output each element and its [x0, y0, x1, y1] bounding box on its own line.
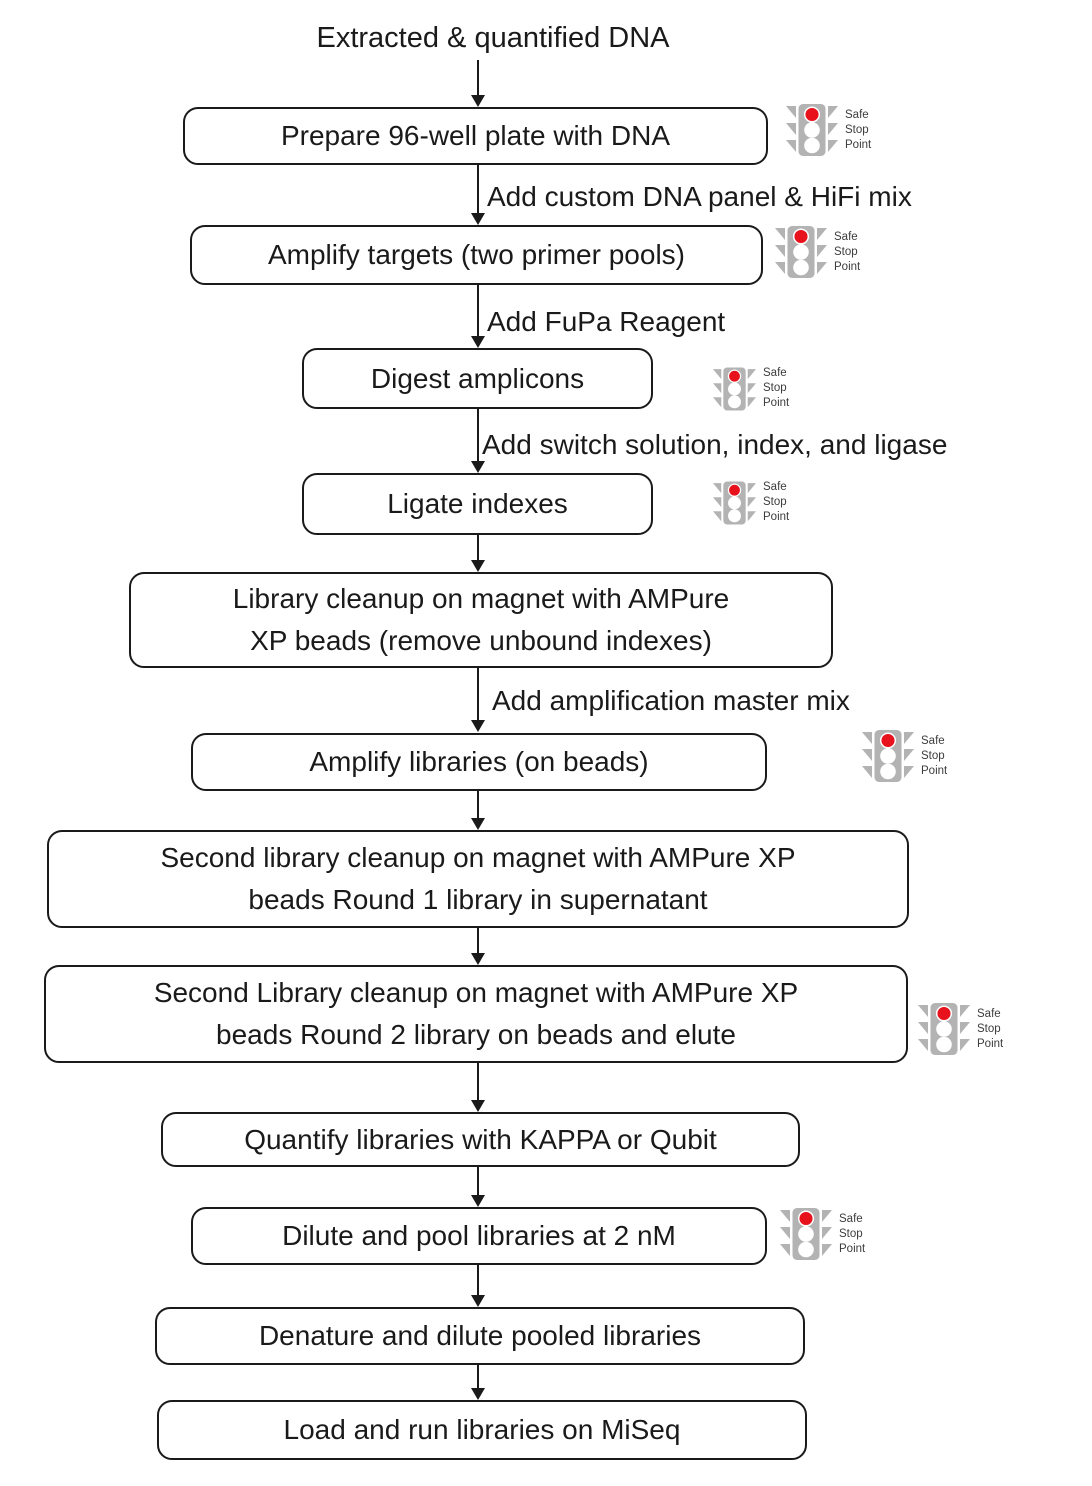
- flow-arrow-line: [477, 165, 479, 215]
- flow-arrow-line: [477, 60, 479, 96]
- arrow-down-icon: [471, 1100, 485, 1112]
- flow-node-ligate-indexes: Ligate indexes: [302, 473, 653, 535]
- edge-label-add-fupa: Add FuPa Reagent: [487, 306, 726, 337]
- flow-arrow-line: [477, 1167, 479, 1197]
- safe-stop-point-label: Safe Stop Point: [977, 1007, 1004, 1050]
- traffic-light-icon: [775, 226, 827, 278]
- safe-stop-point-badge: Safe Stop Point: [713, 366, 789, 411]
- arrow-down-icon: [471, 1295, 485, 1307]
- flow-node-denature-dilute: Denature and dilute pooled libraries: [155, 1307, 805, 1365]
- safe-stop-point-badge: Safe Stop Point: [775, 226, 860, 278]
- flow-start-label: Extracted & quantified DNA: [316, 22, 670, 54]
- flow-node-second-cleanup-round2: Second Library cleanup on magnet with AM…: [44, 965, 908, 1063]
- flow-node-prepare-plate: Prepare 96-well plate with DNA: [183, 107, 768, 165]
- edge-label-add-switch-solution: Add switch solution, index, and ligase: [482, 429, 948, 460]
- flow-arrow-line: [477, 535, 479, 562]
- safe-stop-point-badge: Safe Stop Point: [786, 104, 871, 156]
- flow-node-amplify-targets: Amplify targets (two primer pools): [190, 225, 763, 285]
- safe-stop-point-badge: Safe Stop Point: [780, 1208, 865, 1260]
- safe-stop-point-badge: Safe Stop Point: [862, 730, 947, 782]
- safe-stop-point-label: Safe Stop Point: [845, 108, 872, 151]
- flow-arrow-line: [477, 668, 479, 722]
- safe-stop-point-label: Safe Stop Point: [834, 230, 861, 273]
- flow-node-second-cleanup-round1: Second library cleanup on magnet with AM…: [47, 830, 909, 928]
- flow-node-library-cleanup: Library cleanup on magnet with AMPure XP…: [129, 572, 833, 668]
- traffic-light-icon: [780, 1208, 832, 1260]
- flow-arrow-line: [477, 1365, 479, 1390]
- flow-node-amplify-libraries: Amplify libraries (on beads): [191, 733, 767, 791]
- flow-node-digest-amplicons: Digest amplicons: [302, 348, 653, 409]
- safe-stop-point-badge: Safe Stop Point: [918, 1003, 1003, 1055]
- traffic-light-icon: [862, 730, 914, 782]
- traffic-light-icon: [918, 1003, 970, 1055]
- flow-arrow-line: [477, 928, 479, 955]
- arrow-down-icon: [471, 1388, 485, 1400]
- flow-arrow-line: [477, 1265, 479, 1297]
- arrow-down-icon: [471, 213, 485, 225]
- traffic-light-icon: [713, 481, 756, 524]
- edge-label-add-master-mix: Add amplification master mix: [492, 685, 850, 716]
- arrow-down-icon: [471, 1195, 485, 1207]
- arrow-down-icon: [471, 95, 485, 107]
- safe-stop-point-label: Safe Stop Point: [839, 1212, 866, 1255]
- arrow-down-icon: [471, 336, 485, 348]
- flow-arrow-line: [477, 791, 479, 820]
- traffic-light-icon: [786, 104, 838, 156]
- arrow-down-icon: [471, 720, 485, 732]
- traffic-light-icon: [713, 367, 756, 410]
- flow-arrow-line: [477, 1063, 479, 1102]
- safe-stop-point-label: Safe Stop Point: [763, 367, 790, 409]
- arrow-down-icon: [471, 560, 485, 572]
- safe-stop-point-badge: Safe Stop Point: [713, 480, 789, 525]
- arrow-down-icon: [471, 953, 485, 965]
- arrow-down-icon: [471, 818, 485, 830]
- safe-stop-point-label: Safe Stop Point: [921, 734, 948, 777]
- flow-arrow-line: [477, 285, 479, 337]
- flow-arrow-line: [477, 409, 479, 462]
- flow-node-quantify-libraries: Quantify libraries with KAPPA or Qubit: [161, 1112, 800, 1167]
- flow-node-load-run: Load and run libraries on MiSeq: [157, 1400, 807, 1460]
- edge-label-add-custom-panel: Add custom DNA panel & HiFi mix: [487, 181, 912, 212]
- flow-node-dilute-pool: Dilute and pool libraries at 2 nM: [191, 1207, 767, 1265]
- safe-stop-point-label: Safe Stop Point: [763, 481, 790, 523]
- arrow-down-icon: [471, 461, 485, 473]
